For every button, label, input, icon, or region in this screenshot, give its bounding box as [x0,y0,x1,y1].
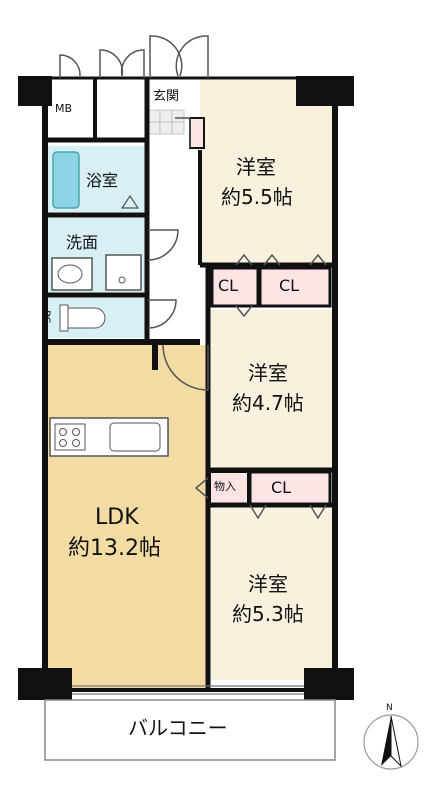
toilet-tank [59,304,69,332]
western-room-3-size: 約5.3帖 [232,602,304,626]
ldk-name: LDK [95,505,139,530]
ps-label: PS [39,310,53,324]
walls [42,76,338,692]
bathtub [52,151,80,209]
compass-icon [363,714,419,770]
burner-1 [59,428,67,436]
mb-label: MB [55,102,73,115]
washer-drain [118,276,126,284]
balcony-label: バルコニー [128,716,228,740]
western-room-2-name: 洋室 [248,361,288,385]
stove [54,423,86,451]
top-doors [59,35,209,78]
western-room-1-name: 洋室 [236,155,276,179]
burner-4 [72,439,80,447]
balcony-outline [44,699,336,761]
closet-2-label: CL [279,276,300,295]
closet-1-label: CL [218,276,239,295]
storage-label: 物入 [214,480,236,493]
bath-drain [120,194,140,209]
compass-north-label: N [386,703,393,713]
western-room-3-name: 洋室 [248,572,288,596]
toilet-bowl [67,307,106,329]
ldk-floor [45,345,208,690]
western-room-1-floor [200,80,334,265]
columns [18,76,354,700]
sink-basin [57,264,83,284]
sliding-windows [72,685,304,695]
closet-1-fill [210,266,260,308]
western-room-3-floor [210,505,334,680]
ldk-size: 約13.2帖 [68,536,161,561]
entrance-label: 玄関 [153,89,180,104]
entrance-tiles [147,109,185,135]
washer-space [105,254,142,291]
washroom-label: 洗面 [66,233,99,252]
burner-2 [72,428,80,436]
closet-2-fill [258,266,332,308]
western-room-2-size: 約4.7帖 [232,391,304,415]
western-room-2-floor [210,310,334,470]
interior-doors [147,117,327,520]
burner-3 [59,439,67,447]
entrance-closet [189,117,205,149]
bath-label: 浴室 [86,171,119,190]
western-room-1-size: 約5.5帖 [221,185,293,209]
closet-3-label: CL [271,478,292,497]
kitchen-sink [109,422,161,452]
